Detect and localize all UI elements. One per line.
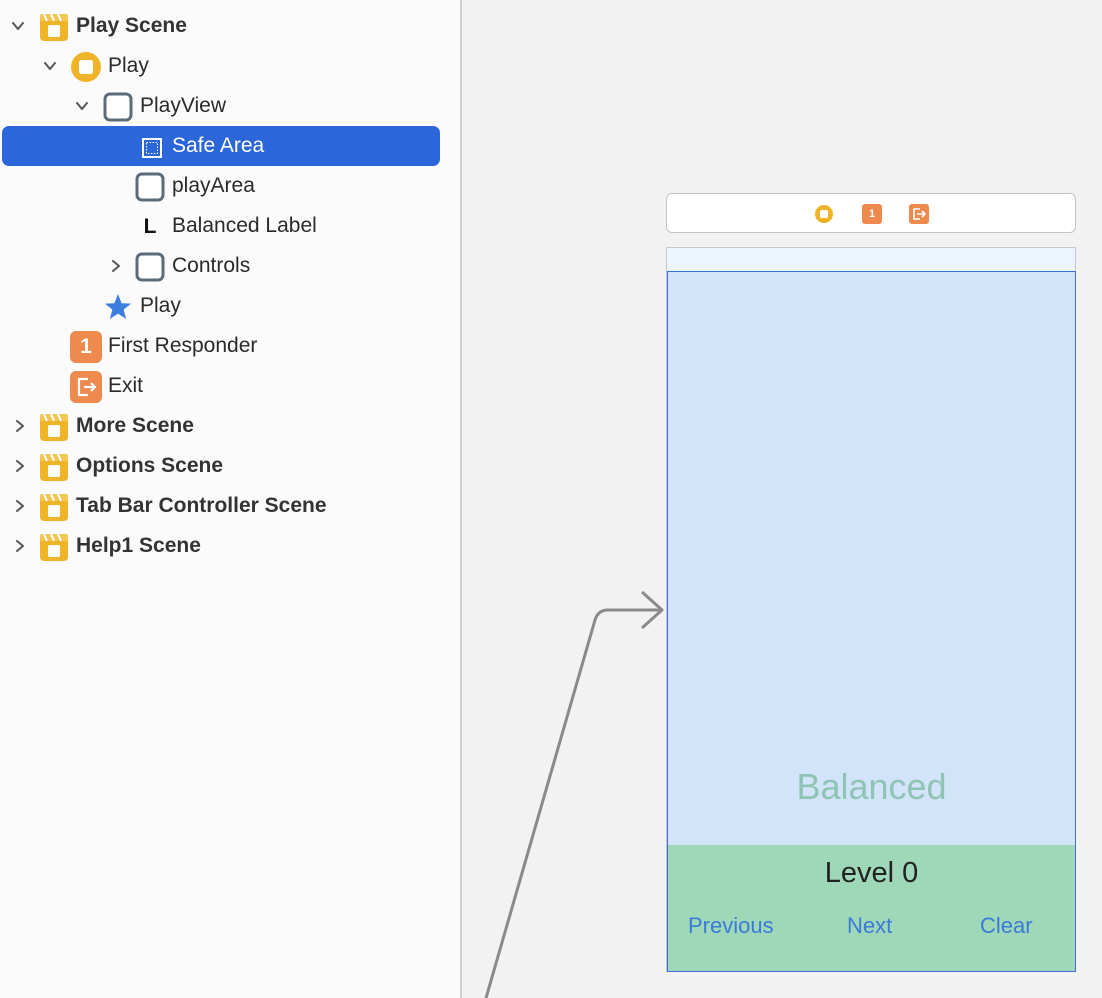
chevron-right-icon[interactable] xyxy=(13,459,27,473)
play-entry-label: Play xyxy=(140,294,181,317)
chevron-right-icon[interactable] xyxy=(13,499,27,513)
outline-row-play-controller[interactable]: Play xyxy=(0,46,460,86)
outline-row-exit[interactable]: Exit xyxy=(0,366,460,406)
scene-icon xyxy=(40,413,68,441)
scene-label: More Scene xyxy=(76,414,194,437)
level-label[interactable]: Level 0 xyxy=(824,857,919,889)
chevron-right-icon[interactable] xyxy=(109,259,123,273)
outline-row-balanced-label[interactable]: L Balanced Label xyxy=(0,206,460,246)
view-controller-icon[interactable] xyxy=(814,204,834,224)
balanced-label[interactable]: Balanced xyxy=(796,766,947,807)
scene-label: Play Scene xyxy=(76,14,187,37)
playarea-label: playArea xyxy=(172,174,255,197)
chevron-down-icon[interactable] xyxy=(43,59,57,73)
exit-label: Exit xyxy=(108,374,144,397)
outline-row-controls[interactable]: Controls xyxy=(0,246,460,286)
outline-row-playview[interactable]: PlayView xyxy=(0,86,460,126)
scene-icon xyxy=(40,533,68,561)
next-button[interactable]: Next xyxy=(847,913,893,938)
scene-label: Options Scene xyxy=(76,454,224,477)
exit-icon[interactable] xyxy=(909,204,929,224)
outline-divider[interactable] xyxy=(460,0,462,998)
controls-label: Controls xyxy=(172,254,251,277)
exit-icon xyxy=(70,371,102,403)
controls-view[interactable]: Level 0 Previous Next Clear xyxy=(668,845,1075,971)
view-label: PlayView xyxy=(140,94,226,117)
safe-area-label: Safe Area xyxy=(172,134,265,157)
label-icon: L xyxy=(143,215,157,238)
balanced-label-item-label: Balanced Label xyxy=(172,214,317,237)
scene-icon xyxy=(40,453,68,481)
outline-row-play-entry[interactable]: Play xyxy=(0,286,460,326)
outline-row-help1-scene[interactable]: Help1 Scene xyxy=(0,526,460,566)
outline-row-more-scene[interactable]: More Scene xyxy=(0,406,460,446)
outline-row-tab-bar-controller-scene[interactable]: Tab Bar Controller Scene xyxy=(0,486,460,526)
view-icon xyxy=(135,252,165,282)
previous-button[interactable]: Previous xyxy=(688,913,774,938)
first-responder-icon: 1 xyxy=(70,331,102,363)
view-controller-icon xyxy=(71,52,101,82)
scene-icon xyxy=(40,13,68,41)
scene-icon xyxy=(40,493,68,521)
scene-label: Tab Bar Controller Scene xyxy=(76,494,327,517)
outline-row-playarea[interactable]: playArea xyxy=(0,166,460,206)
outline-row-play-scene[interactable]: Play Scene xyxy=(0,6,460,46)
outline-row-safe-area[interactable]: Safe Area xyxy=(2,126,440,166)
view-icon xyxy=(135,172,165,202)
star-icon xyxy=(105,294,131,319)
scene-dock: 1 xyxy=(666,193,1076,233)
controller-label: Play xyxy=(108,54,149,77)
first-responder-icon[interactable]: 1 xyxy=(862,204,882,224)
view-icon xyxy=(103,92,133,122)
chevron-down-icon[interactable] xyxy=(11,19,25,33)
scene-label: Help1 Scene xyxy=(76,534,201,557)
play-area-view[interactable] xyxy=(668,272,1075,845)
safe-area-icon xyxy=(142,138,162,158)
first-responder-label: First Responder xyxy=(108,334,258,357)
outline-row-options-scene[interactable]: Options Scene xyxy=(0,446,460,486)
chevron-right-icon[interactable] xyxy=(13,539,27,553)
document-outline: Play Scene Play PlayView Safe Area playA… xyxy=(0,0,460,998)
outline-row-first-responder[interactable]: 1 First Responder xyxy=(0,326,460,366)
chevron-right-icon[interactable] xyxy=(13,419,27,433)
clear-button[interactable]: Clear xyxy=(980,913,1033,938)
chevron-down-icon[interactable] xyxy=(75,99,89,113)
